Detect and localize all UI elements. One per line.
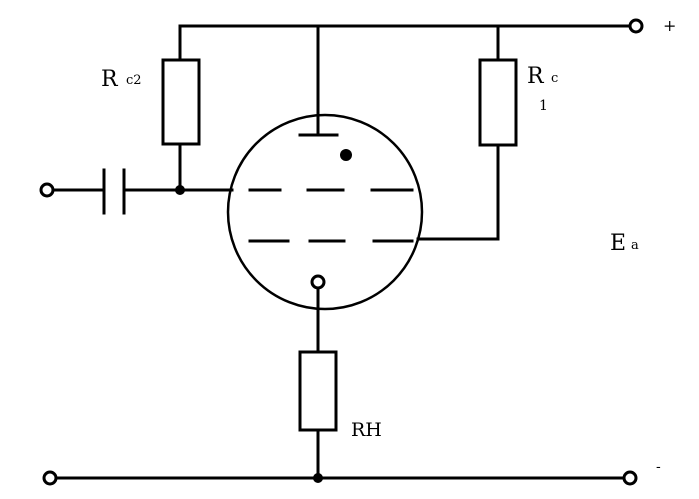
anode-dot (340, 149, 352, 161)
bottom-junction-dot (313, 473, 323, 483)
resistor-rh (298, 350, 338, 432)
rc1-subscript-c: c (551, 71, 558, 86)
cathode-terminal (310, 274, 326, 290)
rc1-subscript-1: 1 (539, 98, 548, 114)
ea-subscript: a (631, 238, 639, 253)
ea-label: E (610, 231, 626, 256)
input-terminal[interactable] (39, 182, 55, 198)
resistor-rc2 (161, 58, 201, 146)
plus-label: + (663, 16, 676, 35)
rc2-subscript: c2 (126, 73, 142, 88)
rh-label: RH (351, 419, 382, 441)
rc1-label: R (527, 64, 545, 89)
minus-label: - (656, 459, 661, 475)
plus-terminal[interactable] (628, 18, 644, 34)
resistor-rc1 (478, 58, 518, 147)
grid-junction-dot (175, 185, 185, 195)
bottom-left-terminal[interactable] (42, 470, 58, 486)
rc2-label: R (101, 67, 119, 92)
bottom-right-terminal[interactable] (622, 470, 638, 486)
tube-envelope (226, 113, 424, 311)
